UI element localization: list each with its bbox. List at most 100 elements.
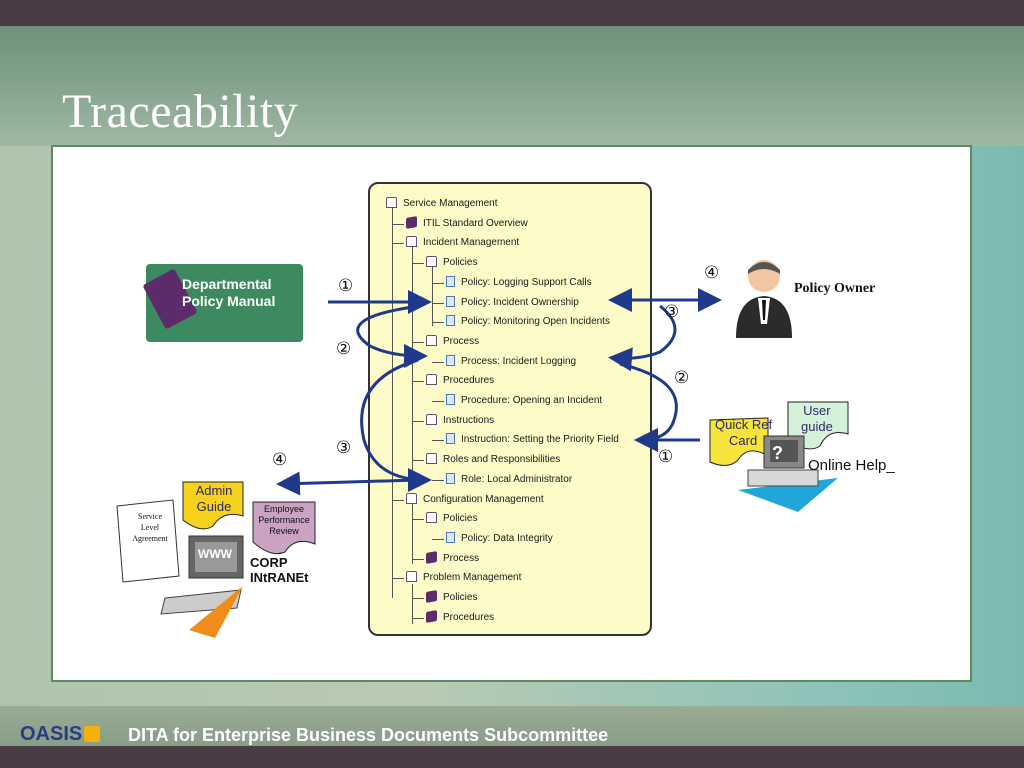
tree-connector [412,617,424,619]
tree-node-label: Problem Management [423,572,522,584]
tree-node-label: Policy: Data Integrity [461,532,553,544]
tree-node-label: Instruction: Setting the Priority Field [461,434,619,446]
tree-node[interactable]: Policies [426,590,477,605]
step-marker: ④ [272,450,288,470]
tree-node-label: Policy: Logging Support Calls [461,276,592,288]
tree-node-label: Instructions [443,414,495,426]
slide-title: Traceability [62,85,299,138]
tree-node[interactable]: Instruction: Setting the Priority Field [446,433,619,447]
tree-connector [412,420,424,422]
open-book-icon [386,197,397,208]
tree-node[interactable]: Configuration Management [406,492,544,507]
tree-node-label: Configuration Management [423,493,544,505]
oasis-logo-text: OASIS [20,723,83,745]
tree-connector [432,282,444,284]
footer-text: DITA for Enterprise Business Documents S… [128,725,609,745]
tree-node[interactable]: Procedures [426,609,495,625]
tree-connector [412,504,413,564]
help-screen-mark: ? [772,443,783,463]
tree-connector [392,223,404,225]
open-book-icon [426,334,437,346]
tree-node[interactable]: Policies [426,512,477,526]
page-icon [446,531,455,543]
tree-connector [432,361,444,363]
tree-node-label: Policy: Monitoring Open Incidents [461,316,610,328]
step-marker: ① [658,447,674,467]
tree-node[interactable]: Policy: Logging Support Calls [446,275,592,290]
sla-line-1: Service [138,512,162,521]
tree-node[interactable]: Roles and Responsibilities [426,453,560,467]
tree-node[interactable]: Process: Incident Logging [446,354,576,369]
step-marker: ① [338,276,354,296]
open-book-icon [406,236,417,248]
tree-node[interactable]: ITIL Standard Overview [406,215,528,231]
tree-node[interactable]: Policy: Incident Ownership [446,295,579,310]
tree-connector [432,401,444,402]
policy-owner-label: Policy Owner [794,281,876,296]
arrow [356,304,428,368]
page-icon [446,354,455,366]
online-help-graphic [709,401,849,512]
tree-node-label: Policies [443,513,478,525]
open-book-icon [426,453,437,465]
tree-connector [392,208,393,598]
tree-node[interactable]: Policy: Data Integrity [446,531,553,546]
slide-header [0,26,1024,146]
tree-node-label: Role: Local Administrator [461,473,573,485]
corp-intranet-graphic [116,481,316,638]
tree-connector [432,322,444,324]
tree-node[interactable]: Problem Management [406,571,521,585]
arrow [360,358,432,492]
tree-node[interactable]: Policy: Monitoring Open Incidents [446,315,610,329]
open-book-icon [426,256,437,268]
tree-node[interactable]: Procedures [426,374,494,388]
manual-line-2: Policy Manual [182,293,276,309]
tree-connector [432,479,444,481]
tree-node[interactable]: Role: Local Administrator [446,472,573,487]
bottom-bar [0,746,1024,768]
user-guide-line-2: guide [801,419,833,434]
tree-node[interactable]: Process [426,334,480,349]
step-marker: ② [674,368,690,388]
top-bar [0,0,1024,26]
tree-node[interactable]: Policies [426,256,477,270]
tree-node[interactable]: Procedure: Opening an Incident [446,394,602,408]
page-icon [446,315,455,327]
page-icon [446,275,455,287]
tree-connector [392,499,404,501]
page-icon [446,472,455,484]
online-help-label: Online Help_ [808,457,895,474]
arrow [276,471,419,496]
tree-connector [412,558,424,560]
tree-node[interactable]: Process [426,550,480,566]
manual-line-1: Departmental [182,276,272,292]
tree-node-label: Process [443,335,480,347]
tree-node[interactable]: Incident Management [406,236,519,250]
tree-node[interactable]: Instructions [426,413,495,428]
www-screen-label: WWW [198,547,232,561]
tree-connector [412,263,424,265]
tree-connector [432,266,433,326]
tree-connector [412,598,424,599]
tree-connector [412,519,424,521]
user-guide-line-1: User [803,403,831,418]
open-book-icon [406,492,417,504]
tree-node-label: Procedure: Opening an Incident [461,395,603,406]
arrow [608,304,677,372]
tree-connector [412,460,424,462]
tree-node-label: ITIL Standard Overview [423,217,528,229]
tree-node[interactable]: Service Management [386,197,498,211]
oasis-logo-icon [84,726,101,742]
tree-node-label: Process [443,552,480,564]
tree-node-label: Procedures [443,611,495,623]
tree-node-label: Roles and Responsibilities [443,454,561,466]
epr-line-3: Review [269,526,299,536]
epr-line-1: Employee [263,504,305,514]
oasis-logo: OASIS [20,723,101,746]
